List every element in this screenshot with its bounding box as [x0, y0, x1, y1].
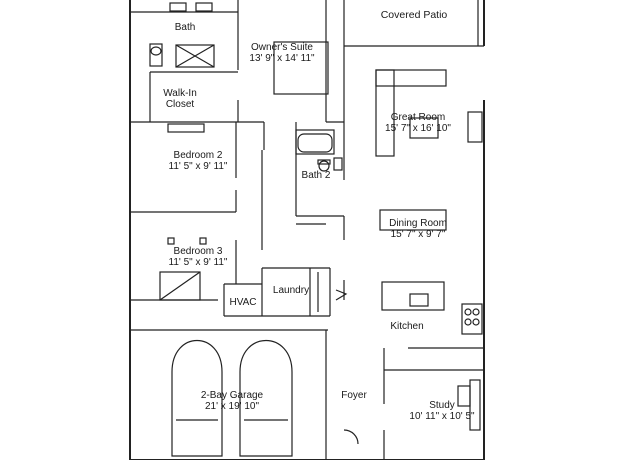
study-dimensions: 10' 11" x 10' 5" — [409, 411, 475, 422]
room-label-great-room: Great Room 15' 7" x 16' 10" — [385, 112, 451, 134]
room-label-foyer: Foyer — [341, 390, 367, 401]
garage-dimensions: 21' x 19' 10" — [204, 401, 260, 412]
garage-walls — [130, 329, 484, 460]
room-label-bath-2: Bath 2 — [301, 170, 331, 181]
dining-room-name: Dining Room — [389, 218, 447, 229]
bath-2-walls — [295, 122, 345, 240]
walk-in-closet-line2: Closet — [165, 99, 195, 110]
bedroom-2-name: Bedroom 2 — [173, 150, 223, 161]
room-label-kitchen: Kitchen — [390, 321, 424, 332]
room-label-bath: Bath — [174, 22, 196, 33]
exterior-walls — [129, 0, 485, 460]
great-room-name: Great Room — [390, 112, 446, 123]
room-label-study: Study 10' 11" x 10' 5" — [409, 400, 474, 422]
bedroom-walls — [130, 122, 263, 301]
dining-room-dimensions: 15' 7" x 9' 7" — [390, 229, 446, 240]
study-name: Study — [429, 400, 455, 411]
garage-name: 2-Bay Garage — [200, 390, 264, 401]
bedroom-3-name: Bedroom 3 — [173, 246, 223, 257]
bedroom-3-dimensions: 11' 5" x 9' 11" — [168, 257, 228, 268]
room-label-garage: 2-Bay Garage 21' x 19' 10" — [201, 390, 263, 412]
room-label-bedroom-2: Bedroom 2 11' 5" x 9' 11" — [169, 150, 228, 172]
room-label-laundry: Laundry — [272, 285, 310, 296]
owners-suite-name: Owner's Suite — [251, 42, 313, 53]
room-label-hvac: HVAC — [229, 297, 257, 308]
room-label-dining-room: Dining Room 15' 7" x 9' 7" — [389, 218, 447, 240]
room-label-bedroom-3: Bedroom 3 11' 5" x 9' 11" — [169, 246, 228, 268]
laundry-walls — [223, 267, 348, 317]
patio-walls — [343, 0, 484, 47]
room-label-walk-in-closet: Walk-In Closet — [163, 88, 197, 110]
room-label-owners-suite: Owner's Suite 13' 9" x 14' 11" — [249, 42, 314, 64]
walk-in-closet-line1: Walk-In — [163, 88, 197, 99]
owners-suite-walls — [130, 0, 345, 150]
owners-suite-dimensions: 13' 9" x 14' 11" — [249, 53, 315, 64]
living-area-furniture — [375, 69, 484, 370]
bedroom-2-dimensions: 11' 5" x 9' 11" — [168, 161, 228, 172]
great-room-dimensions: 15' 7" x 16' 10" — [385, 123, 451, 134]
room-label-covered-patio: Covered Patio — [380, 9, 448, 21]
